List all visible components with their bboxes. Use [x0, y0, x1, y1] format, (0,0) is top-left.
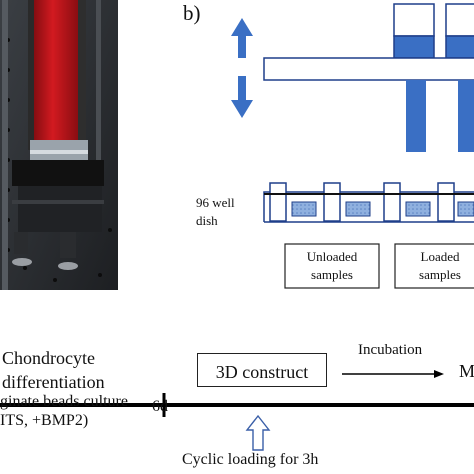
day-label: 6d	[152, 398, 168, 415]
piston-head-right	[445, 3, 474, 37]
incubation-arrow-icon	[342, 370, 444, 378]
loaded-samples-box	[394, 243, 474, 289]
loading-schematic	[231, 3, 474, 289]
panel-label: b)	[183, 1, 201, 25]
incubation-label: Incubation	[358, 342, 423, 358]
loading-plate	[263, 57, 474, 81]
down-arrow-icon	[231, 76, 253, 118]
up-arrow-icon	[231, 18, 253, 58]
culture-line1: ginate beads culture	[0, 393, 128, 410]
piston-rod-right	[458, 80, 474, 152]
loading-label: Cyclic loading for 3h	[182, 451, 319, 468]
construct-box: 3D construct	[197, 353, 327, 387]
stage-title-line2: differentiation	[2, 372, 105, 392]
stage-title-line1: Chondrocyte	[2, 348, 95, 368]
culture-line2: ITS, +BMP2)	[0, 412, 89, 429]
piston-head-left	[393, 3, 435, 37]
piston-rod-left	[406, 80, 426, 152]
sample-wells	[291, 201, 474, 217]
device-photo	[0, 0, 118, 290]
unloaded-samples-box	[284, 243, 380, 289]
unloaded-label-line1: Unloaded	[306, 249, 358, 264]
loaded-label-line2: samples	[419, 267, 461, 282]
dish-label-line1: 96 well	[196, 195, 235, 210]
well-dish	[263, 182, 474, 223]
loading-up-arrow-icon	[245, 414, 271, 451]
unloaded-label-line2: samples	[311, 267, 353, 282]
loaded-label-line1: Loaded	[420, 249, 460, 264]
dish-label-line2: dish	[196, 213, 218, 228]
construct-label: 3D construct	[215, 362, 309, 382]
clipped-right-label: M	[459, 361, 474, 381]
timeline	[0, 370, 474, 451]
